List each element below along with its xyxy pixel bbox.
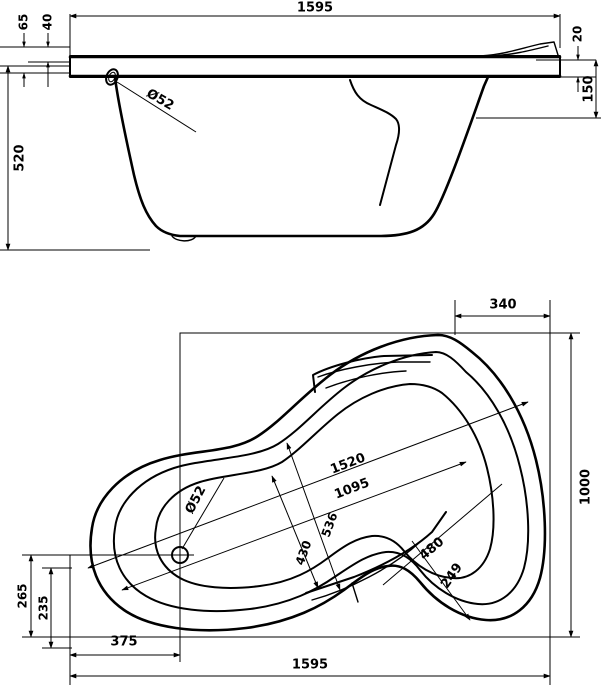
plan-outer-rim-contour <box>89 333 547 632</box>
dim-label-265: 265 <box>16 583 30 608</box>
dim-label-249: 249 <box>438 561 466 592</box>
plan-basin-contour <box>154 383 495 589</box>
dim-elevation-520: 520 <box>0 65 150 251</box>
dim-plan-480: 480 <box>382 483 503 586</box>
dim-label-375: 375 <box>110 635 137 650</box>
dim-label-150: 150 <box>582 75 597 102</box>
dim-plan-265: 265 <box>16 554 72 638</box>
dim-plan-249: 249 <box>411 540 471 621</box>
dim-label-1000: 1000 <box>579 469 594 505</box>
dim-plan-235: 235 <box>37 567 72 649</box>
dim-plan-1095: 1095 <box>121 461 467 591</box>
dim-elevation-65: 65 <box>0 14 70 87</box>
dim-label-480: 480 <box>417 535 447 564</box>
dim-plan-1000: 1000 <box>550 332 594 638</box>
dim-label-65: 65 <box>17 14 31 31</box>
dim-label-1595-bottom: 1595 <box>292 658 328 673</box>
dim-plan-340: 340 <box>454 298 551 335</box>
dim-elevation-150: 150 <box>476 59 601 119</box>
dim-elevation-length-1595: 1595 <box>69 1 561 56</box>
dim-label-340: 340 <box>489 298 516 313</box>
dim-label-520: 520 <box>13 144 28 171</box>
dim-plan-1595: 1595 <box>69 637 551 685</box>
dim-elevation-20: 20 <box>536 26 596 92</box>
plan-view: 340 1000 1595 375 265 <box>16 298 594 685</box>
dim-label-20: 20 <box>571 26 585 43</box>
elevation-rim-flange <box>68 41 562 78</box>
dim-label-430: 430 <box>293 539 315 567</box>
plan-drain-center-lines <box>70 554 181 637</box>
dim-label-1095: 1095 <box>332 476 371 503</box>
elevation-view: 1595 65 40 520 20 <box>0 1 601 251</box>
plan-rim-inner-contour <box>113 351 530 613</box>
plan-headrest-detail <box>312 354 433 393</box>
dim-label-1520: 1520 <box>328 451 367 478</box>
dim-elevation-40: 40 <box>28 14 70 87</box>
dim-label-40: 40 <box>41 14 55 31</box>
dim-label-536: 536 <box>319 511 341 539</box>
dim-label-1595-top: 1595 <box>297 1 333 16</box>
dim-label-235: 235 <box>37 595 51 620</box>
dim-plan-375: 375 <box>69 555 181 662</box>
elevation-tub-body <box>113 75 490 242</box>
